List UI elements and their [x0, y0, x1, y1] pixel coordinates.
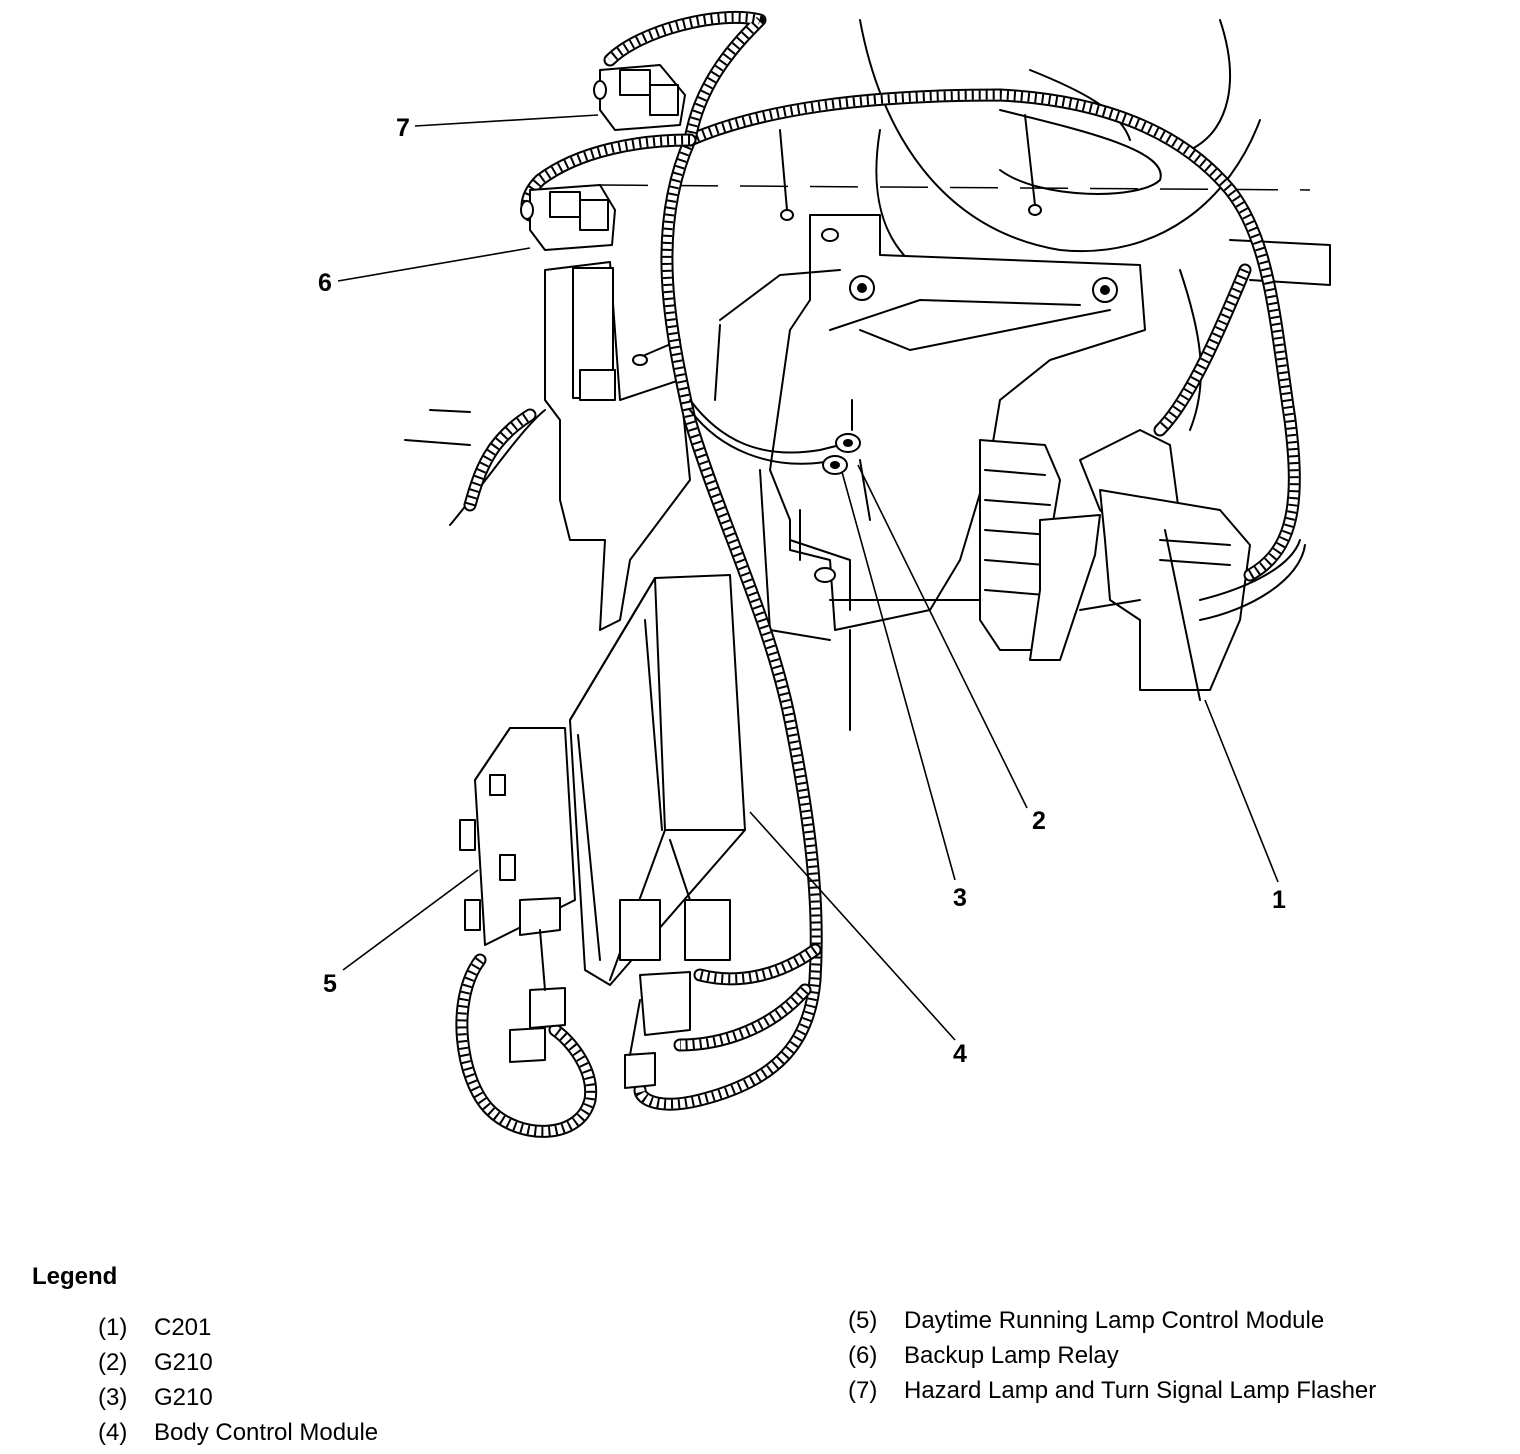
legend-item-number: (3) [98, 1384, 128, 1411]
backup-lamp-relay [520, 184, 616, 251]
legend-item: (4) Body Control Module [98, 1419, 378, 1454]
callout-4: 4 [953, 1040, 967, 1068]
legend-item: (6) Backup Lamp Relay [848, 1342, 1376, 1377]
left-mounting-bracket [404, 261, 691, 631]
c201-connector [829, 429, 1251, 701]
legend-item-label: Daytime Running Lamp Control Module [904, 1307, 1325, 1334]
callout-6: 6 [318, 269, 332, 297]
callout-2: 2 [1032, 807, 1046, 835]
legend-item-number: (4) [98, 1419, 128, 1446]
steering-column-bracket [714, 114, 1146, 731]
left-harness-stub [463, 408, 537, 512]
legend-item: (3) G210 [98, 1384, 378, 1419]
legend-item: (5) Daytime Running Lamp Control Module [848, 1307, 1376, 1342]
callout-leaders [337, 114, 1279, 1041]
legend-item-number: (7) [848, 1377, 878, 1404]
drl-control-module [459, 727, 576, 1063]
body-control-module [569, 574, 746, 986]
legend-item-number: (5) [848, 1307, 878, 1334]
callout-7: 7 [396, 114, 410, 142]
hazard-flasher [593, 64, 686, 131]
legend-item-number: (1) [98, 1314, 128, 1341]
legend-title: Legend [32, 1263, 118, 1290]
legend-item-number: (2) [98, 1349, 128, 1376]
callout-1: 1 [1272, 886, 1286, 914]
callout-3: 3 [953, 884, 967, 912]
legend-item: (1) C201 [98, 1314, 378, 1349]
legend-column-left: (1) C201 (2) G210 (3) G210 (4) Body Cont… [98, 1314, 378, 1454]
callout-5: 5 [323, 970, 337, 998]
legend-item-number: (6) [848, 1342, 878, 1369]
legend-item-label: G210 [154, 1349, 213, 1376]
main-wiring-harness [455, 10, 1306, 1138]
legend-item-label: G210 [154, 1384, 213, 1411]
legend-item-label: Body Control Module [154, 1419, 379, 1446]
legend-item-label: C201 [154, 1314, 212, 1341]
legend-item-label: Backup Lamp Relay [904, 1342, 1119, 1369]
legend-item: (2) G210 [98, 1349, 378, 1384]
legend-item-label: Hazard Lamp and Turn Signal Lamp Flasher [904, 1377, 1377, 1404]
component-location-diagram: .ln { fill: none; stroke: #000; stroke-w… [318, 10, 1331, 1138]
legend-item: (7) Hazard Lamp and Turn Signal Lamp Fla… [848, 1377, 1376, 1412]
legend-column-right: (5) Daytime Running Lamp Control Module … [848, 1307, 1376, 1412]
bcm-connectors [624, 971, 691, 1089]
dash-outline [599, 19, 1331, 431]
g210-ground-points [822, 399, 861, 475]
